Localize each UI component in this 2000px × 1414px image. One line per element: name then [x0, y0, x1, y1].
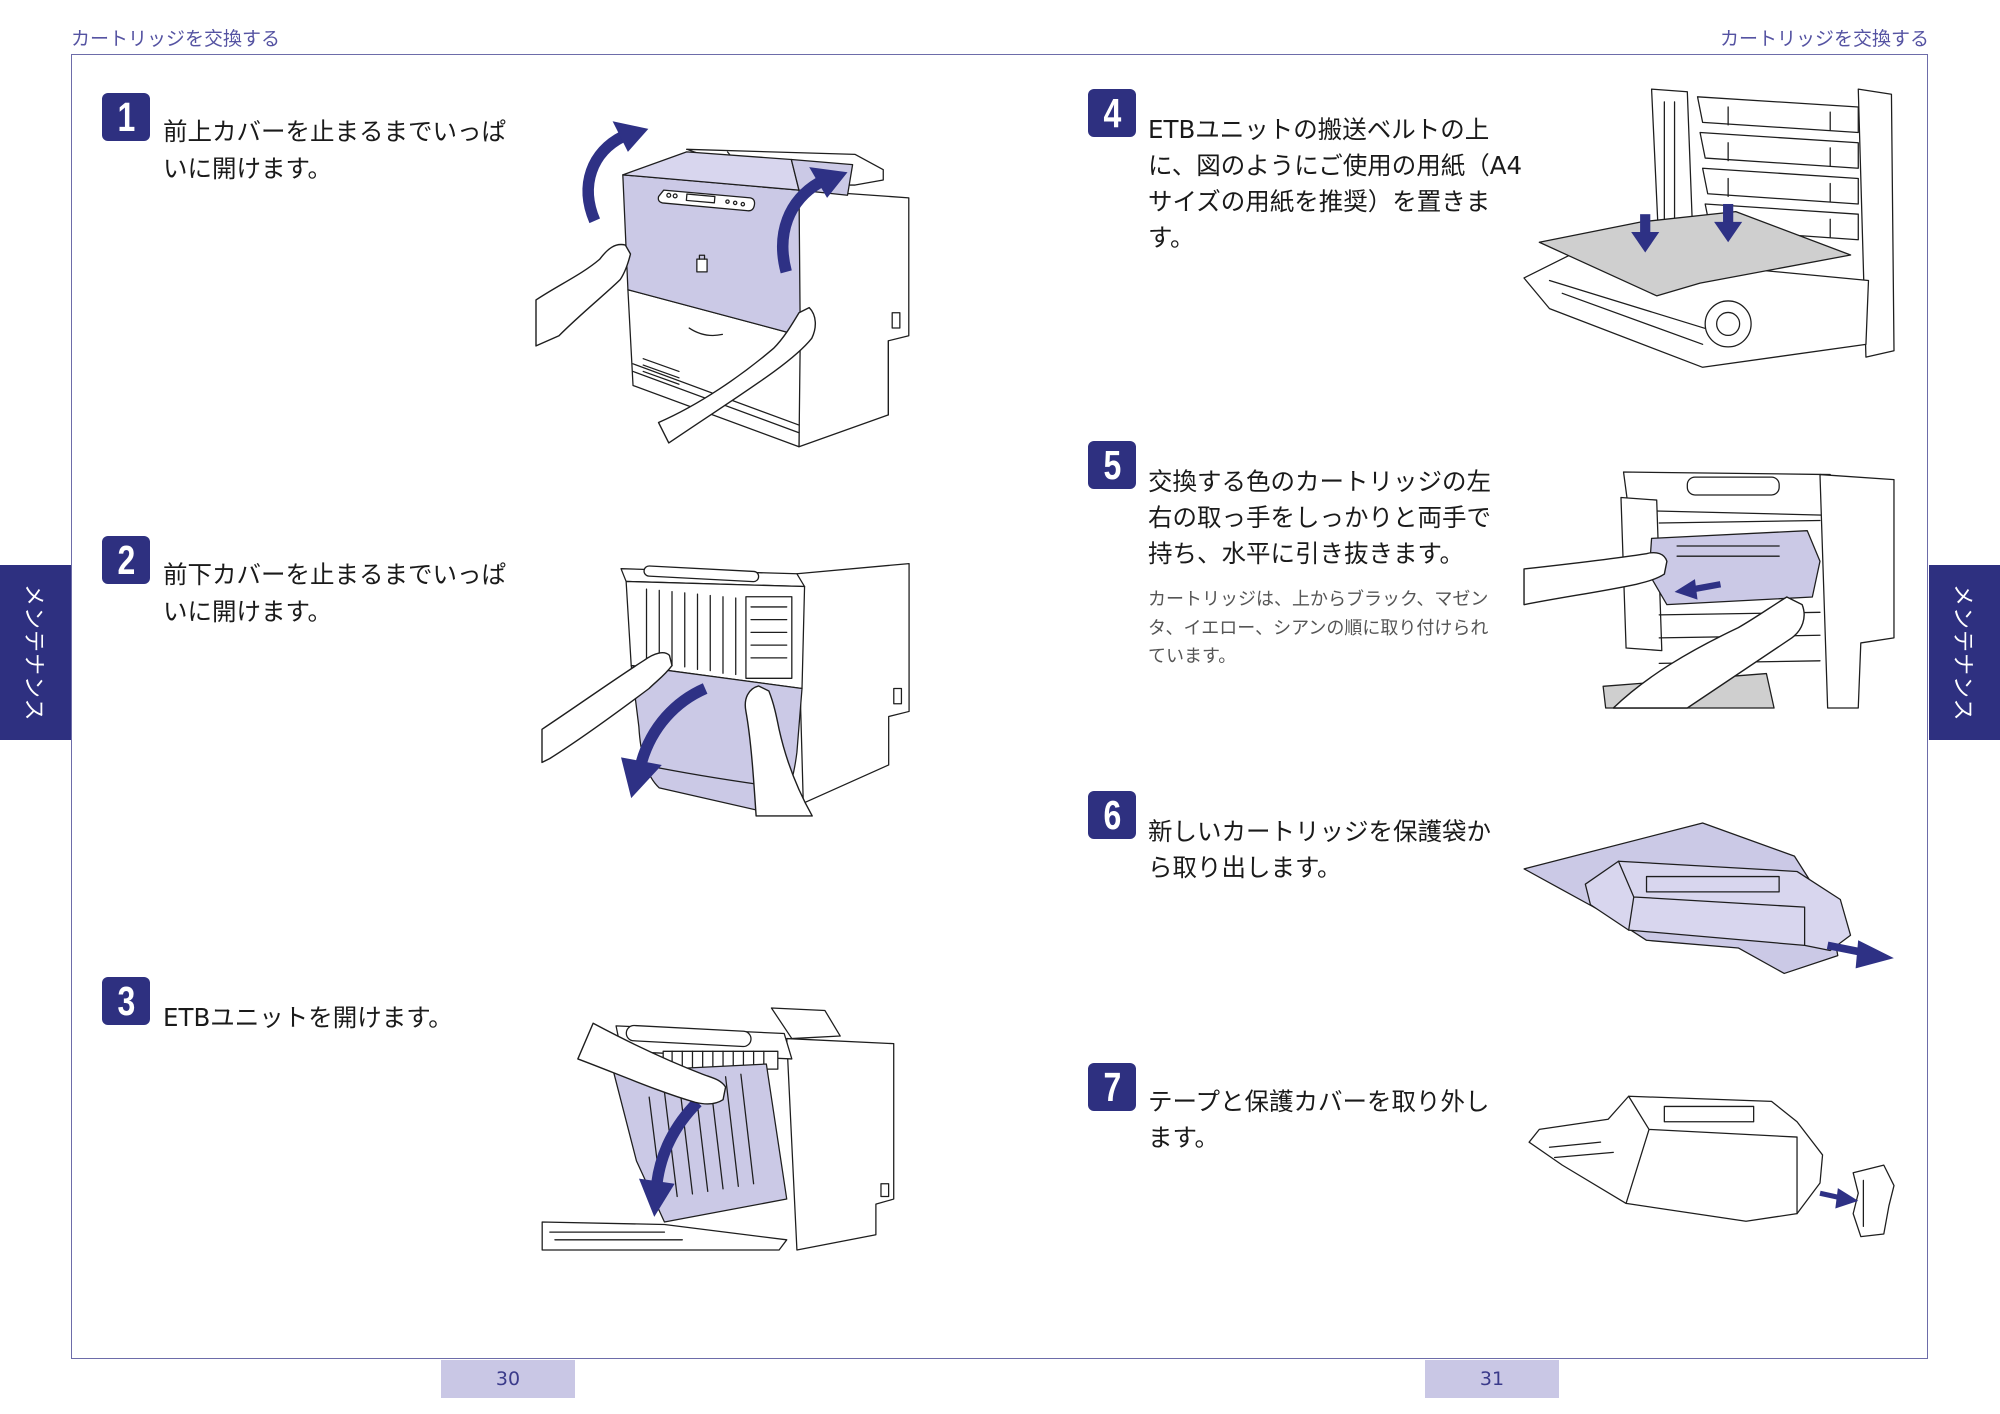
side-tab-label: メンテナンス	[20, 583, 46, 722]
step-2-illustration	[541, 562, 910, 817]
down-arrow-icon	[1631, 214, 1660, 253]
instruction-line: ます。	[1148, 1123, 1220, 1152]
curved-up-arrow-icon	[777, 167, 848, 274]
page-number-right: 31	[1425, 1360, 1559, 1398]
step-5-note: カートリッジは、上からブラック、マゼン タ、イエロー、シアンの順に取り付けられ …	[1148, 586, 1488, 672]
step-7-instruction: テープと保護カバーを取り外し ます。	[1148, 1084, 1490, 1156]
step-number-badge: 3	[102, 977, 150, 1025]
running-header-left: カートリッジを交換する	[71, 28, 281, 50]
curved-down-arrow-icon	[638, 1098, 702, 1217]
hands-drawing	[541, 652, 813, 817]
step-1-illustration	[535, 121, 910, 448]
step-number: 4	[1103, 89, 1121, 136]
printer-drawing	[1602, 471, 1895, 709]
step-number-badge: 5	[1088, 441, 1136, 489]
instruction-line: す。	[1148, 223, 1195, 252]
left-arrow-icon	[1674, 579, 1722, 600]
right-arrow-icon	[1826, 940, 1894, 969]
note-line: タ、イエロー、シアンの順に取り付けられ	[1148, 617, 1489, 639]
instruction-line: ETBユニットの搬送ベルトの上	[1148, 115, 1490, 144]
instruction-line: ら取り出します。	[1148, 853, 1342, 882]
step-3-illustration	[541, 1007, 895, 1251]
instruction-line: テープと保護カバーを取り外し	[1148, 1087, 1490, 1116]
printer-drawing	[1523, 88, 1895, 368]
instruction-line: ETBユニットを開けます。	[163, 1003, 453, 1032]
instruction-line: いに開けます。	[163, 597, 333, 626]
note-line: カートリッジは、上からブラック、マゼン	[1148, 589, 1489, 610]
right-arrow-icon	[1819, 1188, 1859, 1209]
instruction-line: 交換する色のカートリッジの左	[1148, 467, 1491, 496]
step-number: 5	[1103, 441, 1121, 488]
step-number-badge: 6	[1088, 791, 1136, 839]
step-number-badge: 1	[102, 93, 150, 141]
step-5-instruction: 交換する色のカートリッジの左 右の取っ手をしっかりと両手で 持ち、水平に引き抜き…	[1148, 464, 1491, 572]
protective-cover-drawing	[1852, 1164, 1895, 1238]
instruction-line: 前上カバーを止まるまでいっぱ	[163, 117, 506, 146]
instruction-line: 前下カバーを止まるまでいっぱ	[163, 560, 506, 589]
side-tab-right: メンテナンス	[1929, 565, 2000, 740]
note-line: ています。	[1148, 646, 1237, 668]
instruction-line: 右の取っ手をしっかりと両手で	[1148, 503, 1491, 532]
step-6-instruction: 新しいカートリッジを保護袋か ら取り出します。	[1148, 814, 1491, 886]
step-number-badge: 2	[102, 536, 150, 584]
hands-drawing	[535, 243, 816, 444]
hands-drawing	[1523, 551, 1805, 709]
cartridge-in-bag-drawing	[1523, 822, 1852, 975]
instruction-line: いに開けます。	[163, 154, 333, 183]
instruction-line: 新しいカートリッジを保護袋か	[1148, 817, 1491, 846]
step-number: 2	[117, 536, 135, 583]
step-1-instruction: 前上カバーを止まるまでいっぱ いに開けます。	[163, 113, 506, 187]
step-number: 1	[117, 93, 135, 140]
step-4-illustration	[1523, 88, 1895, 368]
step-number: 6	[1103, 791, 1121, 838]
running-header-right: カートリッジを交換する	[1719, 28, 1929, 50]
step-number: 7	[1103, 1063, 1121, 1110]
step-4-instruction: ETBユニットの搬送ベルトの上 に、図のようにご使用の用紙（A4 サイズの用紙を…	[1148, 112, 1522, 256]
step-number: 3	[117, 977, 135, 1024]
step-6-illustration	[1523, 822, 1894, 975]
page-number-left: 30	[441, 1360, 575, 1398]
curved-up-arrow-icon	[582, 121, 649, 224]
hand-drawing	[577, 1022, 727, 1105]
step-7-illustration	[1528, 1095, 1895, 1238]
step-number-badge: 4	[1088, 89, 1136, 137]
instruction-line: サイズの用紙を推奨）を置きま	[1148, 187, 1491, 216]
step-number-badge: 7	[1088, 1063, 1136, 1111]
step-3-instruction: ETBユニットを開けます。	[163, 999, 453, 1036]
curved-down-arrow-icon	[621, 683, 708, 799]
step-5-illustration	[1523, 471, 1895, 709]
instruction-line: に、図のようにご使用の用紙（A4	[1148, 151, 1523, 180]
side-tab-left: メンテナンス	[0, 565, 71, 740]
cartridge-drawing	[1528, 1095, 1824, 1222]
instruction-line: 持ち、水平に引き抜きます。	[1148, 539, 1465, 568]
printer-drawing	[622, 148, 910, 448]
page-frame	[71, 54, 1928, 1359]
step-2-instruction: 前下カバーを止まるまでいっぱ いに開けます。	[163, 556, 506, 630]
down-arrow-icon	[1714, 203, 1743, 243]
side-tab-label: メンテナンス	[1949, 583, 1975, 722]
